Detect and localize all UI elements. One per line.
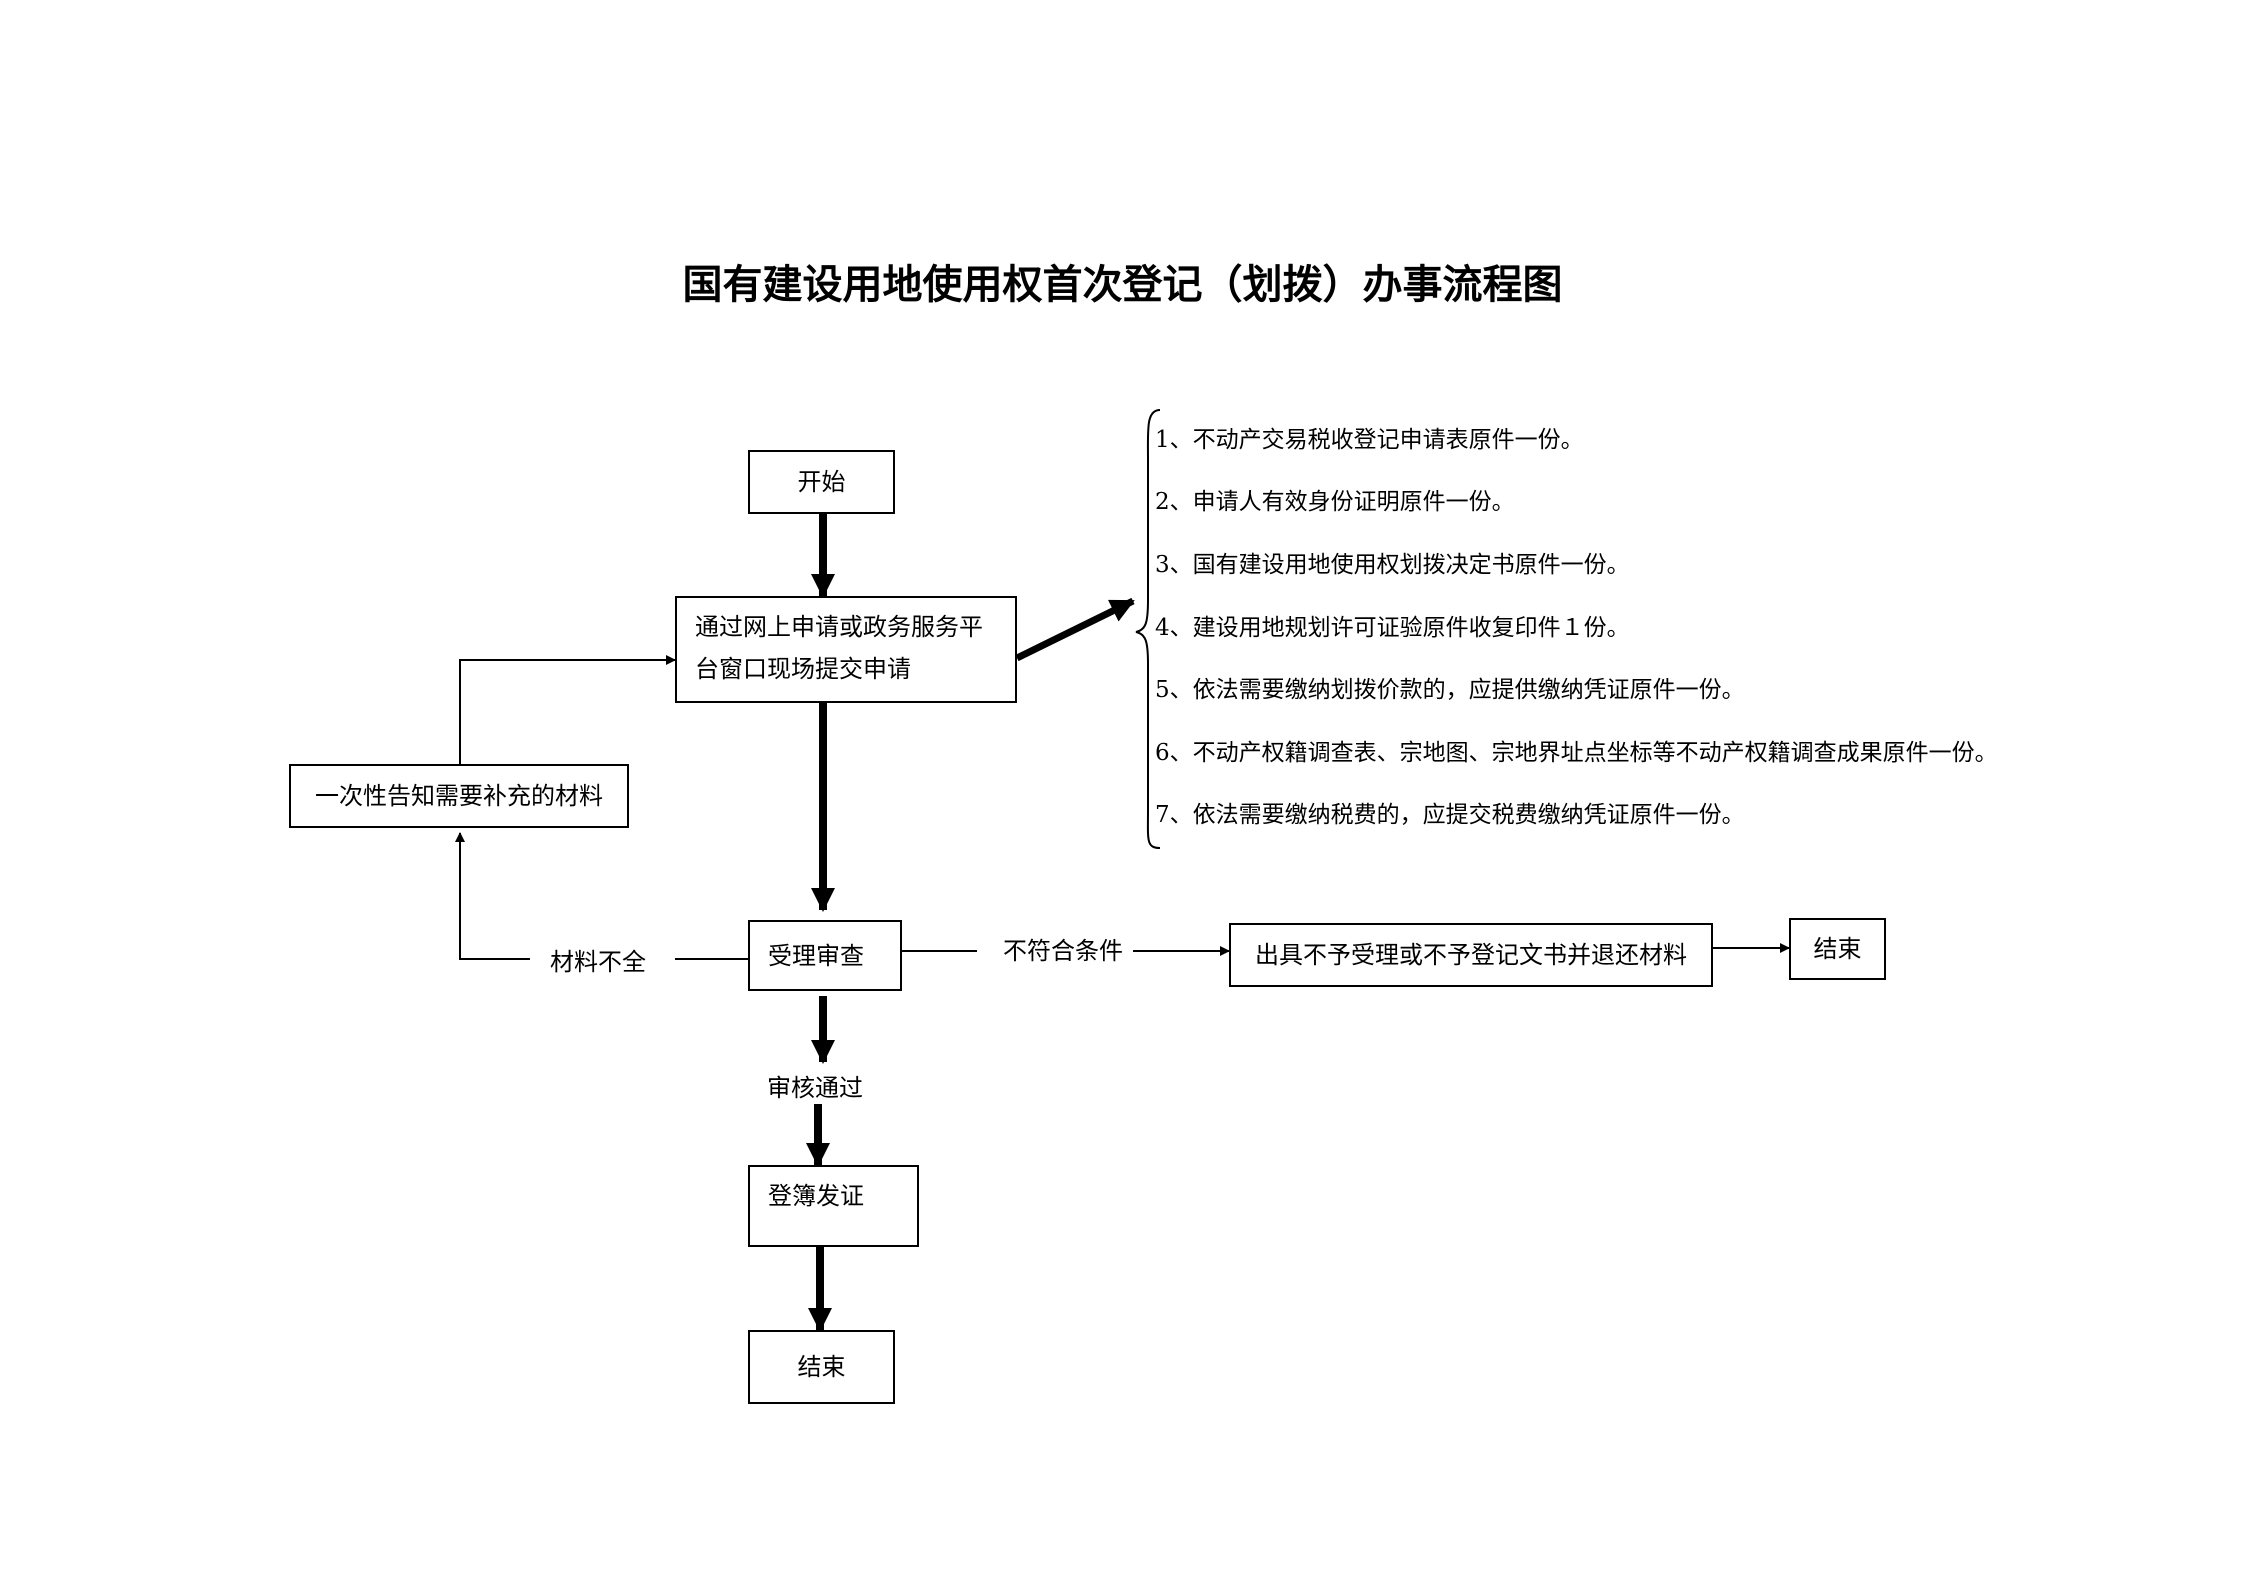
requirement-item: 5、依法需要缴纳划拨价款的，应提供缴纳凭证原件一份。 — [1155, 677, 1745, 703]
incomplete-label: 材料不全 — [550, 946, 646, 978]
requirement-item: 3、国有建设用地使用权划拨决定书原件一份。 — [1155, 552, 1630, 578]
approved-label: 审核通过 — [767, 1072, 863, 1104]
requirement-item: 4、建设用地规划许可证验原件收复印件１份。 — [1155, 615, 1630, 641]
requirement-item: 1、不动产交易税收登记申请表原件一份。 — [1155, 427, 1584, 453]
arrow-incomplete-to-supplement — [455, 832, 530, 960]
supplement-materials-node: 一次性告知需要补充的材料 — [289, 764, 629, 828]
reject-end-node: 结束 — [1789, 918, 1886, 980]
requirement-item: 6、不动产权籍调查表、宗地图、宗地界址点坐标等不动产权籍调查成果原件一份。 — [1155, 740, 1998, 766]
reject-node: 出具不予受理或不予登记文书并退还材料 — [1229, 923, 1713, 987]
requirement-item: 2、申请人有效身份证明原件一份。 — [1155, 489, 1515, 515]
arrow-submit-to-requirements — [1015, 597, 1135, 662]
review-node: 受理审查 — [748, 920, 902, 991]
not-qualified-label: 不符合条件 — [1003, 935, 1123, 967]
arrow-supplement-to-submit — [459, 655, 676, 764]
submit-application-node: 通过网上申请或政务服务平台窗口现场提交申请 — [675, 596, 1017, 703]
start-node: 开始 — [748, 450, 895, 514]
requirements-brace — [1135, 409, 1161, 849]
register-certificate-node: 登簿发证 — [748, 1165, 919, 1247]
requirement-item: 7、依法需要缴纳税费的，应提交税费缴纳凭证原件一份。 — [1155, 802, 1745, 828]
page-title: 国有建设用地使用权首次登记（划拨）办事流程图 — [682, 261, 1563, 308]
end-node: 结束 — [748, 1330, 895, 1404]
